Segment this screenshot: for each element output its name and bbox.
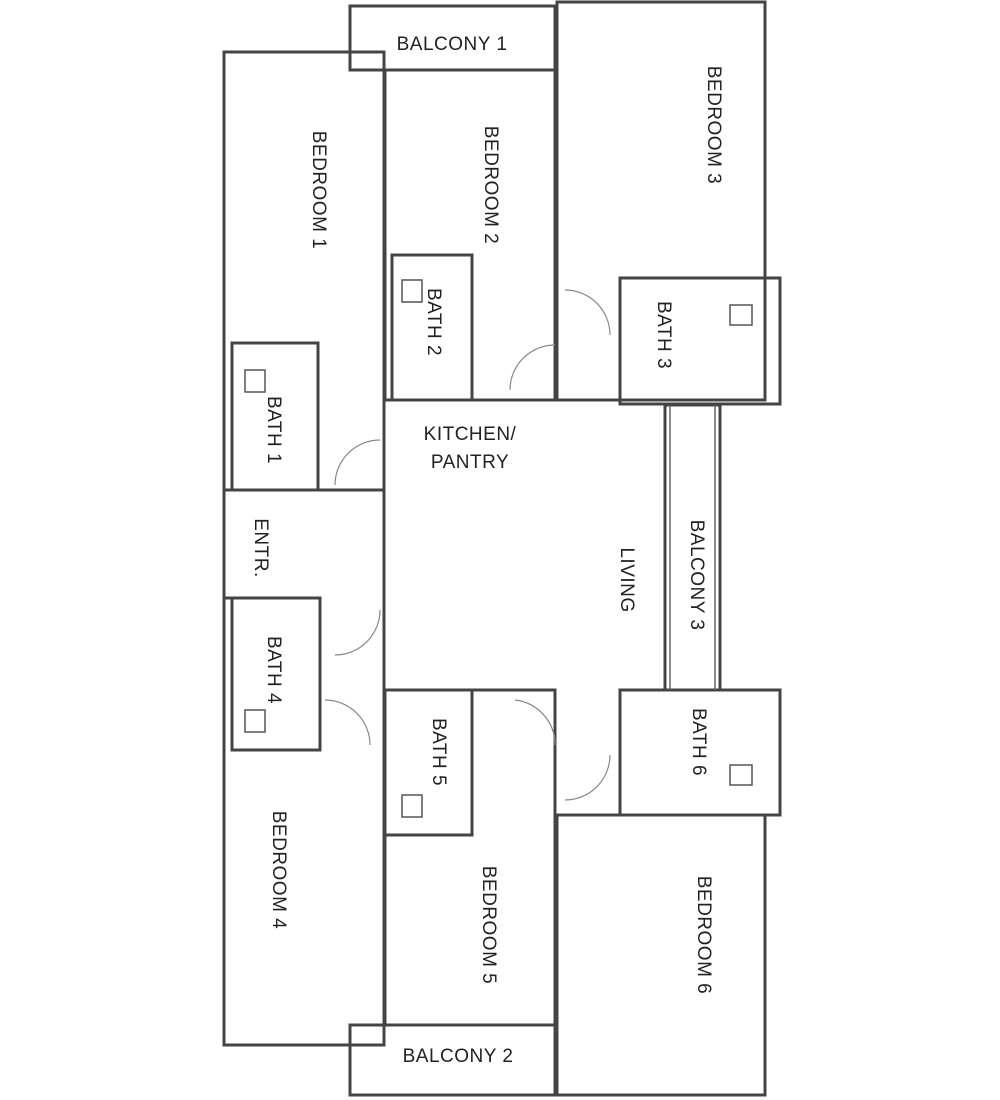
bedroom-6-wall (555, 813, 767, 1097)
toilet-icon (244, 369, 266, 393)
bedroom-6-label: BEDROOM 6 (693, 876, 714, 995)
kitchen-label-line1: KITCHEN/ (424, 424, 517, 445)
toilet-icon (401, 279, 423, 303)
bath-5-label: BATH 5 (428, 718, 449, 786)
bedroom-3-wall (555, 0, 767, 402)
bedroom-2-wall (383, 68, 557, 402)
bath-6-label: BATH 6 (688, 708, 709, 776)
balcony-3-label: BALCONY 3 (686, 520, 707, 631)
bath-3-wall (618, 276, 782, 406)
balcony-1-label: BALCONY 1 (397, 34, 508, 55)
bedroom-4-label: BEDROOM 4 (268, 811, 289, 930)
toilet-icon (401, 794, 423, 818)
left-wing-wall (222, 50, 386, 1047)
toilet-icon (244, 709, 266, 733)
bedroom-5-wall (383, 688, 557, 1027)
bath-3-label: BATH 3 (653, 301, 674, 369)
kitchen-label-line2: PANTRY (431, 452, 509, 473)
door-swings (324, 289, 611, 801)
bathroom-fixtures (244, 279, 753, 818)
balcony-2-label: BALCONY 2 (403, 1046, 514, 1067)
bath-4-label: BATH 4 (263, 636, 284, 704)
bedroom-1-label: BEDROOM 1 (308, 131, 329, 250)
bedroom-2-label: BEDROOM 2 (480, 126, 501, 245)
toilet-icon (729, 304, 753, 326)
toilet-icon (729, 764, 753, 786)
bath-5-wall (383, 688, 474, 837)
entrance-label: ENTR. (250, 518, 271, 578)
walls (222, 0, 782, 1097)
bath-2-wall (390, 253, 474, 402)
living-label: LIVING (616, 547, 637, 612)
bedroom-5-label: BEDROOM 5 (478, 866, 499, 985)
bath-1-label: BATH 1 (263, 396, 284, 464)
bedroom-3-label: BEDROOM 3 (703, 66, 724, 185)
bath-2-label: BATH 2 (423, 288, 444, 356)
